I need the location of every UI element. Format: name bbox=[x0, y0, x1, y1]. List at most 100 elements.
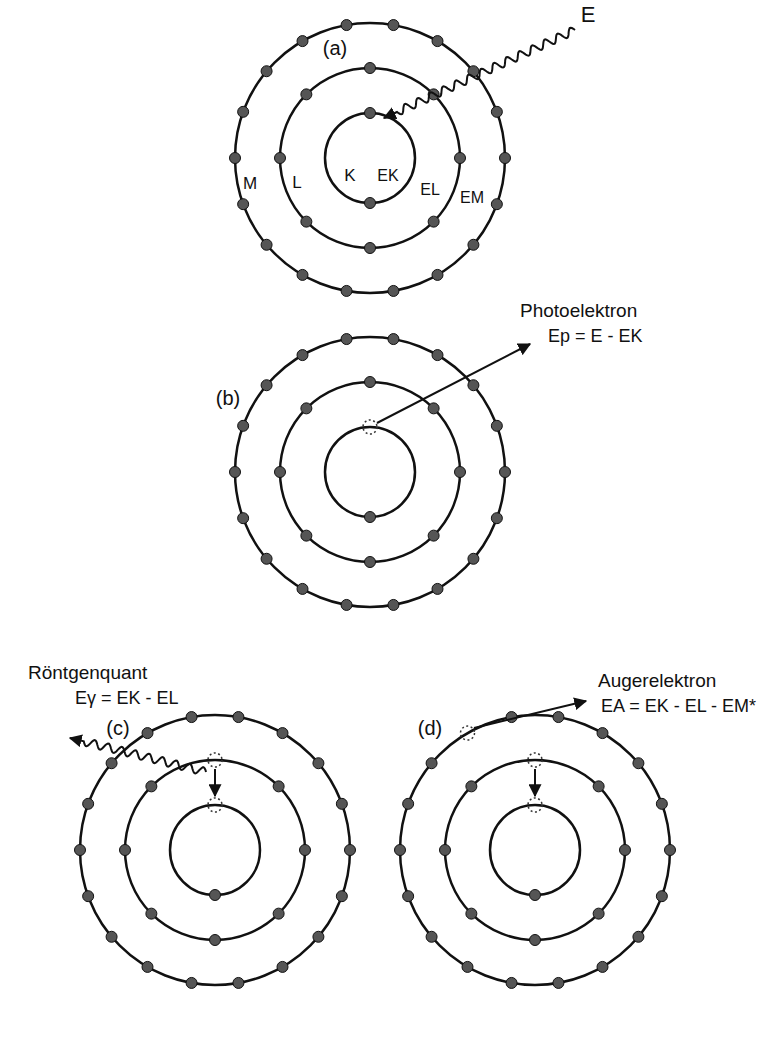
electron-dot bbox=[297, 36, 308, 47]
atom-group bbox=[75, 20, 676, 989]
electron-dot bbox=[106, 758, 117, 769]
electron-dot bbox=[365, 512, 376, 523]
electron-dot bbox=[597, 961, 608, 972]
electron-dot bbox=[186, 712, 197, 723]
electron-shell bbox=[445, 760, 625, 940]
electron-dot bbox=[297, 350, 308, 361]
energy-label: EL bbox=[420, 181, 440, 199]
electron-dot bbox=[468, 380, 479, 391]
electron-dot bbox=[300, 845, 311, 856]
electron-shell bbox=[80, 715, 350, 985]
equation: Eγ = EK - EL bbox=[75, 688, 179, 709]
electron-dot bbox=[597, 728, 608, 739]
electron-dot bbox=[553, 712, 564, 723]
ray-group bbox=[70, 28, 586, 796]
electron-dot bbox=[301, 89, 312, 100]
electron-dot bbox=[656, 798, 667, 809]
electron-dot bbox=[633, 758, 644, 769]
electron-dot bbox=[261, 553, 272, 564]
electron-dot bbox=[297, 583, 308, 594]
electron-dot bbox=[491, 106, 502, 117]
particle-label: Röntgenquant bbox=[28, 662, 147, 684]
particle-label: Augerelektron bbox=[598, 670, 716, 692]
vacancy-mark bbox=[528, 753, 542, 767]
electron-dot bbox=[432, 583, 443, 594]
electron-shell bbox=[325, 427, 415, 517]
electron-dot bbox=[593, 908, 604, 919]
electron-dot bbox=[656, 891, 667, 902]
shell-label: M bbox=[243, 174, 257, 194]
shell-label: K bbox=[344, 166, 355, 186]
electron-dot bbox=[210, 935, 221, 946]
electron-dot bbox=[313, 758, 324, 769]
electron-dot bbox=[593, 781, 604, 792]
particle-label: Photoelektron bbox=[520, 300, 637, 322]
electron-dot bbox=[341, 20, 352, 31]
electron-dot bbox=[83, 891, 94, 902]
electron-dot bbox=[365, 63, 376, 74]
electron-dot bbox=[261, 239, 272, 250]
electron-dot bbox=[440, 845, 451, 856]
electron-shell bbox=[400, 715, 670, 985]
electron-dot bbox=[233, 977, 244, 988]
electron-dot bbox=[388, 599, 399, 610]
electron-dot bbox=[275, 467, 286, 478]
electron-dot bbox=[633, 931, 644, 942]
photon-wave bbox=[384, 28, 575, 118]
electron-dot bbox=[491, 513, 502, 524]
energy-label: EM bbox=[460, 189, 484, 207]
electron-shell bbox=[170, 805, 260, 895]
electron-dot bbox=[301, 403, 312, 414]
electron-dot bbox=[388, 334, 399, 345]
electron-dot bbox=[345, 845, 356, 856]
electron-dot bbox=[83, 798, 94, 809]
electron-dot bbox=[273, 908, 284, 919]
electron-dot bbox=[301, 216, 312, 227]
electron-dot bbox=[230, 153, 241, 164]
xray-wave bbox=[70, 738, 206, 773]
electron-dot bbox=[432, 350, 443, 361]
electron-dot bbox=[336, 798, 347, 809]
shell-label: L bbox=[292, 173, 301, 193]
electron-dot bbox=[238, 513, 249, 524]
electron-shell bbox=[325, 113, 415, 203]
electron-dot bbox=[432, 36, 443, 47]
electron-dot bbox=[455, 467, 466, 478]
panel-label: (c) bbox=[106, 717, 129, 740]
electron-dot bbox=[491, 199, 502, 210]
vacancy-mark bbox=[528, 798, 542, 812]
electron-dot bbox=[142, 961, 153, 972]
electron-dot bbox=[466, 908, 477, 919]
electron-dot bbox=[506, 977, 517, 988]
electron-dot bbox=[403, 798, 414, 809]
electron-dot bbox=[273, 781, 284, 792]
electron-dot bbox=[388, 285, 399, 296]
electron-shell bbox=[125, 760, 305, 940]
vacancy-mark bbox=[208, 753, 222, 767]
vacancy-mark bbox=[208, 798, 222, 812]
electron-dot bbox=[142, 728, 153, 739]
electron-shell bbox=[235, 23, 505, 293]
electron-dot bbox=[238, 199, 249, 210]
electron-shell bbox=[280, 68, 460, 248]
electron-dot bbox=[238, 106, 249, 117]
electron-dot bbox=[455, 153, 466, 164]
electron-dot bbox=[426, 931, 437, 942]
electron-dot bbox=[388, 20, 399, 31]
electron-dot bbox=[297, 269, 308, 280]
electron-dot bbox=[468, 239, 479, 250]
electron-dot bbox=[186, 977, 197, 988]
electron-dot bbox=[275, 153, 286, 164]
electron-dot bbox=[530, 890, 541, 901]
electron-dot bbox=[341, 285, 352, 296]
electron-dot bbox=[146, 908, 157, 919]
electron-dot bbox=[432, 269, 443, 280]
electron-dot bbox=[261, 380, 272, 391]
energy-label: EK bbox=[377, 167, 398, 185]
electron-dot bbox=[365, 108, 376, 119]
electron-shell bbox=[280, 382, 460, 562]
electron-dot bbox=[210, 890, 221, 901]
electron-dot bbox=[75, 845, 86, 856]
